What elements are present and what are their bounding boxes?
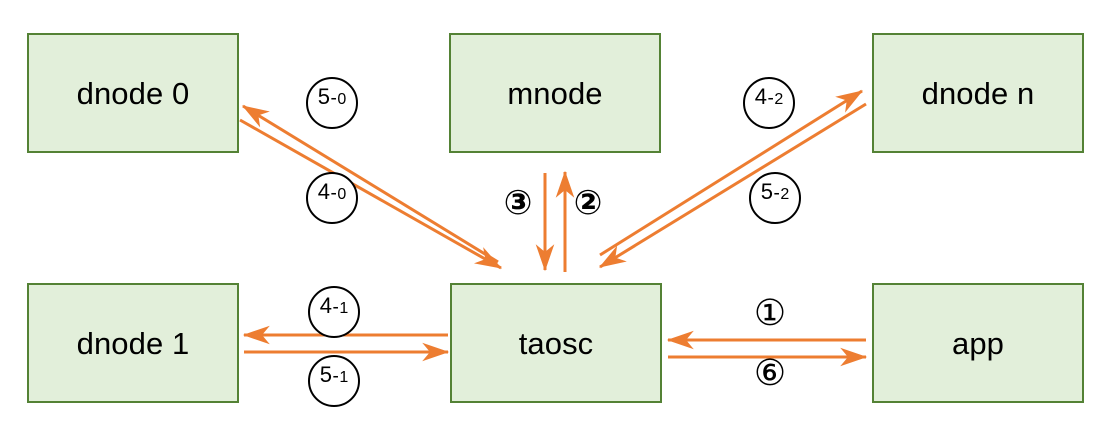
edge-label-5-0-dash: - xyxy=(330,88,337,109)
edge-label-5-1-minor: 1 xyxy=(339,369,349,386)
edge-label-4-0: 4 - 0 xyxy=(306,172,358,224)
node-dnode-0-label: dnode 0 xyxy=(76,75,190,111)
node-mnode[interactable]: mnode xyxy=(449,33,661,153)
edge-label-5-0: 5 - 0 xyxy=(306,77,358,129)
edge-label-6: ⑥ xyxy=(753,353,787,394)
edge-5-0 xyxy=(241,104,499,264)
edge-label-3: ③ xyxy=(503,183,533,223)
edge-label-4-2-dash: - xyxy=(767,88,774,109)
node-dnode-1-label: dnode 1 xyxy=(76,325,190,361)
node-dnode-n-label: dnode n xyxy=(921,75,1035,111)
edge-label-5-0-minor: 0 xyxy=(337,91,347,108)
node-dnode-1[interactable]: dnode 1 xyxy=(27,283,239,403)
node-mnode-label: mnode xyxy=(507,75,603,111)
edge-label-5-1: 5 - 1 xyxy=(308,355,360,407)
node-dnode-0[interactable]: dnode 0 xyxy=(27,33,239,153)
edge-label-5-2-minor: 2 xyxy=(780,186,790,203)
edge-label-1: ① xyxy=(753,293,787,334)
edge-5-2 xyxy=(598,102,867,269)
edge-label-5-1-dash: - xyxy=(332,366,339,387)
edge-label-4-0-dash: - xyxy=(330,183,337,204)
edge-label-4-2: 4 - 2 xyxy=(743,77,795,129)
node-app-label: app xyxy=(951,325,1005,361)
edge-label-5-1-major: 5 xyxy=(319,362,332,387)
edge-label-4-1-minor: 1 xyxy=(339,300,349,317)
edge-label-4-2-major: 4 xyxy=(754,84,767,109)
node-taosc-label: taosc xyxy=(518,325,594,361)
edge-label-5-2-dash: - xyxy=(773,183,780,204)
edge-label-5-0-major: 5 xyxy=(317,84,330,109)
node-app[interactable]: app xyxy=(872,283,1084,403)
edge-label-5-2-major: 5 xyxy=(760,179,773,204)
edge-label-4-2-minor: 2 xyxy=(774,91,784,108)
edge-label-4-1-major: 4 xyxy=(319,293,332,318)
edge-4-0 xyxy=(239,118,503,270)
edge-label-2: ② xyxy=(573,183,603,223)
edge-label-4-0-major: 4 xyxy=(317,179,330,204)
edge-label-4-1: 4 - 1 xyxy=(308,286,360,338)
edge-label-4-1-dash: - xyxy=(332,297,339,318)
edge-label-5-2: 5 - 2 xyxy=(749,172,801,224)
edge-4-2 xyxy=(599,89,864,257)
node-taosc[interactable]: taosc xyxy=(450,283,662,403)
node-dnode-n[interactable]: dnode n xyxy=(872,33,1084,153)
edge-label-4-0-minor: 0 xyxy=(337,186,347,203)
